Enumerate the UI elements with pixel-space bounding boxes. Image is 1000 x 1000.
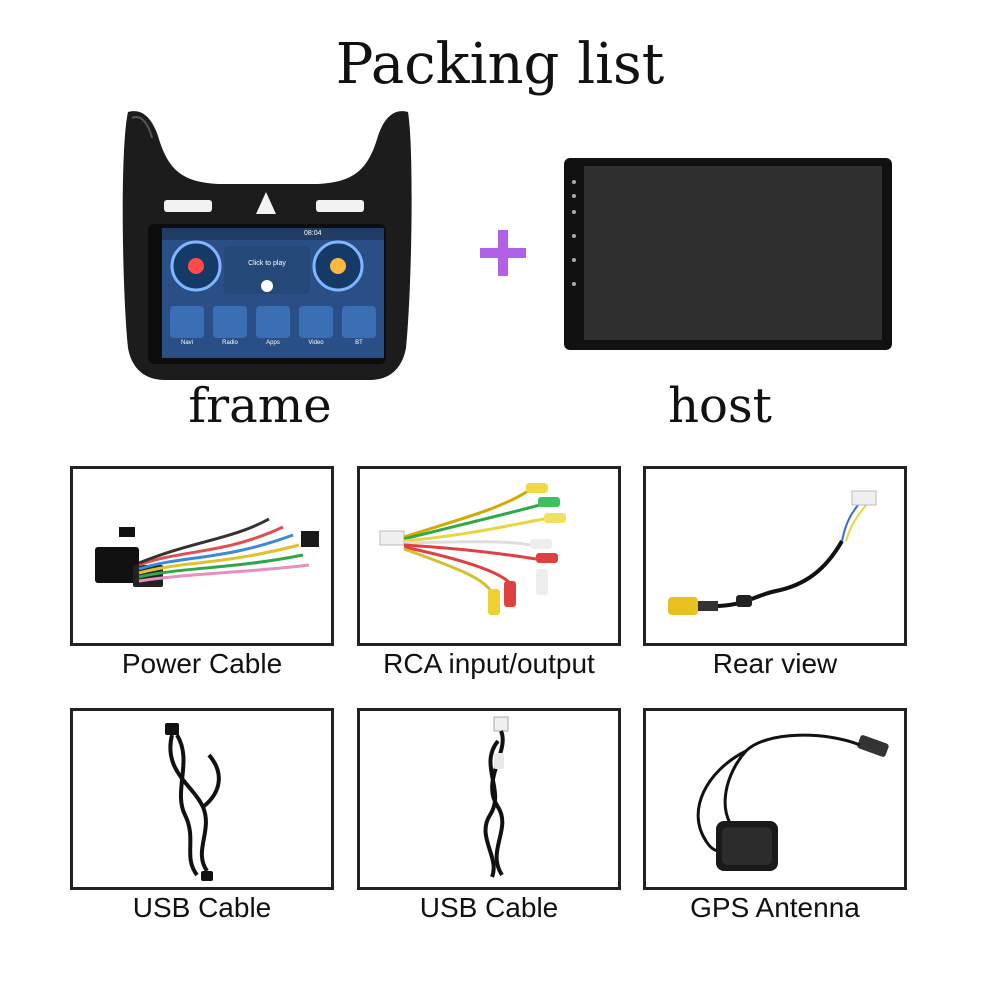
host-image bbox=[562, 156, 894, 352]
item-label-power-cable: Power Cable bbox=[121, 648, 283, 679]
item-label-rear-view: Rear view bbox=[712, 648, 838, 679]
app-label-navi: Navi bbox=[180, 340, 193, 346]
usb-cable-icon bbox=[165, 723, 221, 881]
item-box-rear-view bbox=[643, 466, 907, 646]
plus-sign bbox=[478, 228, 528, 278]
player-prompt: Click to play bbox=[248, 260, 286, 267]
usb-cable-icon bbox=[483, 716, 509, 878]
item-label-usb-cable-1: USB Cable bbox=[132, 892, 272, 923]
frame-image: 08:04 Click to play Navi Radio Apps Vide… bbox=[120, 108, 415, 383]
rear-view-cable-icon bbox=[668, 490, 877, 615]
app-label-radio: Radio bbox=[222, 340, 238, 346]
app-label-video: Video bbox=[308, 340, 324, 346]
page-title: Packing list bbox=[335, 32, 665, 97]
item-box-usb-cable-1 bbox=[70, 708, 334, 890]
item-label-gps-antenna: GPS Antenna bbox=[690, 892, 860, 923]
power-cable-harness-icon bbox=[95, 517, 319, 587]
status-time: 08:04 bbox=[304, 230, 322, 237]
item-box-gps-antenna bbox=[643, 708, 907, 890]
app-label-apps: Apps bbox=[266, 340, 280, 346]
item-box-rca bbox=[357, 466, 621, 646]
rca-cable-icon bbox=[379, 483, 566, 615]
host-label: host bbox=[668, 378, 772, 434]
item-label-usb-cable-2: USB Cable bbox=[419, 892, 559, 923]
item-label-rca: RCA input/output bbox=[383, 648, 595, 679]
item-box-usb-cable-2 bbox=[357, 708, 621, 890]
frame-label: frame bbox=[188, 378, 332, 434]
item-box-power-cable bbox=[70, 466, 334, 646]
app-label-bt: BT bbox=[355, 340, 363, 346]
gps-antenna-icon bbox=[696, 733, 889, 871]
